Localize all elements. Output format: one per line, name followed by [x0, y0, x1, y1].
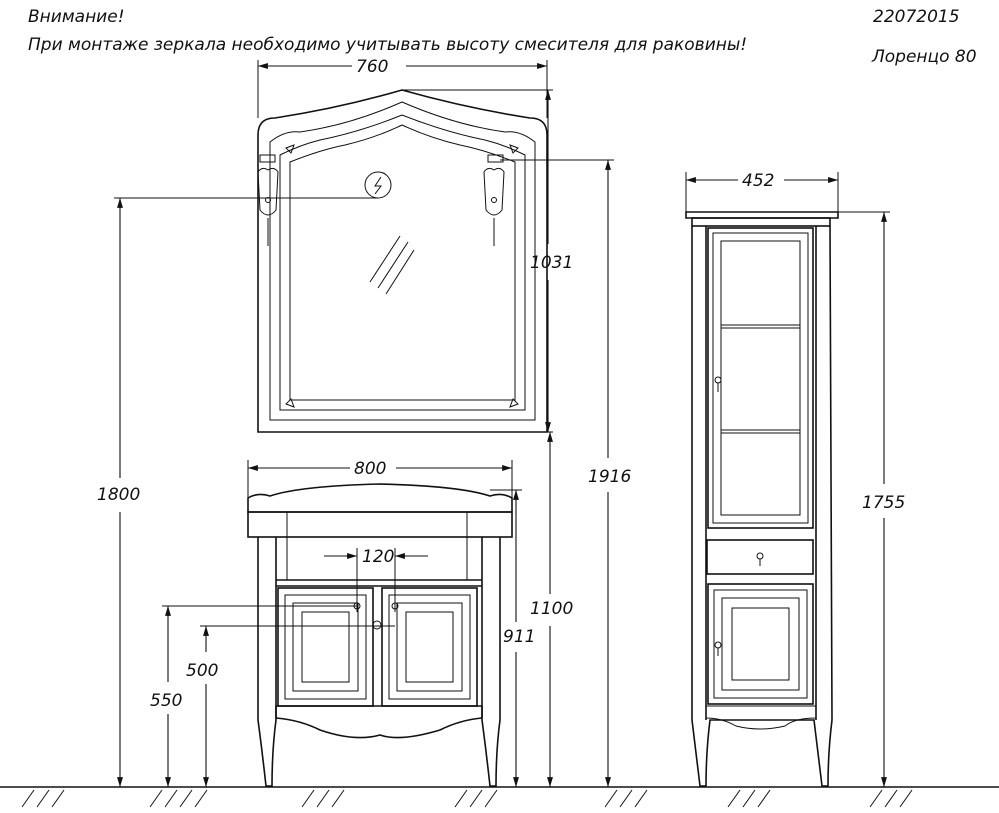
dim-vanity-height: 911	[490, 489, 535, 787]
svg-text:911: 911	[503, 627, 535, 647]
svg-text:760: 760	[356, 57, 388, 77]
dim-cabinet-height: 1755	[838, 211, 905, 787]
dim-floor-to-socket: 1800	[97, 197, 378, 787]
svg-text:120: 120	[362, 547, 394, 567]
model-name: Лоренцо 80	[871, 47, 977, 67]
svg-text:1755: 1755	[862, 493, 905, 513]
warning-title: Внимание!	[28, 7, 125, 27]
dim-cabinet-width: 452	[685, 171, 839, 212]
dim-mirror-height: 1031	[402, 89, 573, 433]
dim-mirror-width: 760	[257, 57, 548, 118]
svg-text:452: 452	[742, 171, 774, 191]
vanity	[247, 483, 513, 787]
wall-lamp-left	[257, 154, 279, 246]
svg-text:550: 550	[150, 691, 182, 711]
dim-faucet-spacing: 120	[324, 547, 428, 612]
dim-total-height: 1916	[500, 159, 631, 787]
svg-text:1031: 1031	[530, 253, 573, 273]
dim-vanity-width: 800	[247, 459, 513, 498]
tall-cabinet	[685, 211, 839, 787]
floor	[0, 786, 999, 808]
mirror	[257, 89, 548, 433]
document-code: 22072015	[873, 7, 960, 27]
svg-text:500: 500	[186, 661, 218, 681]
socket-icon	[364, 171, 392, 199]
svg-text:1100: 1100	[530, 599, 573, 619]
dim-drain-500: 500	[186, 602, 399, 787]
svg-text:1800: 1800	[97, 485, 140, 505]
dim-drain-550: 550	[150, 602, 361, 787]
wall-lamp-right	[483, 154, 505, 246]
svg-text:800: 800	[354, 459, 386, 479]
dim-floor-to-mirror-bottom: 1100	[530, 431, 573, 787]
svg-text:1916: 1916	[588, 467, 631, 487]
warning-text: При монтаже зеркала необходимо учитывать…	[28, 35, 747, 55]
